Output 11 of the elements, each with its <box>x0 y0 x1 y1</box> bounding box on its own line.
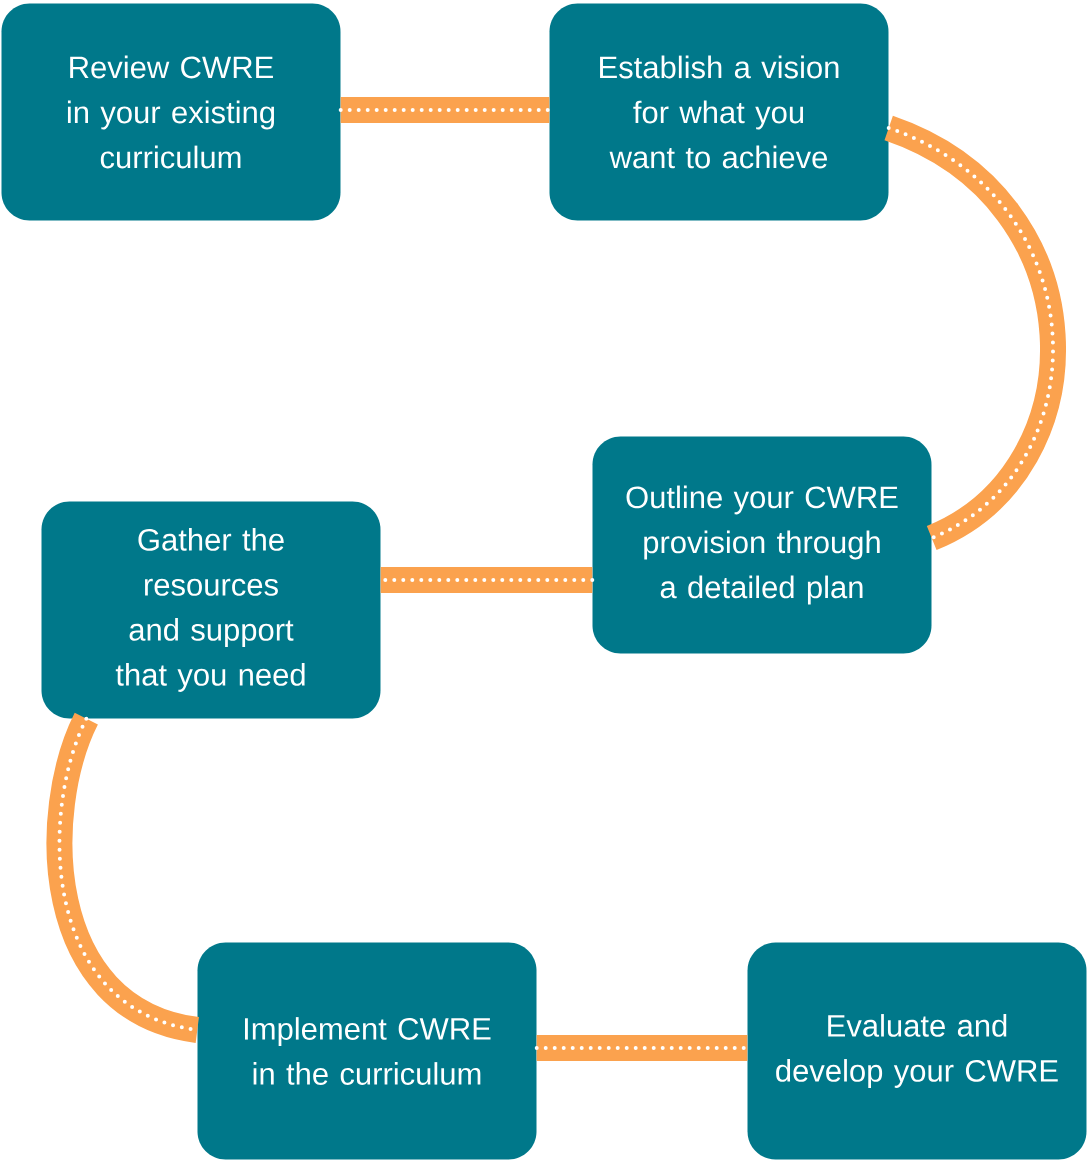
dotted-path <box>338 97 552 123</box>
step-box: Outline your CWRE provision through a detailed plan <box>592 436 932 654</box>
step-box: Review CWRE in your existing curriculum <box>1 3 341 221</box>
dotted-path <box>534 1035 750 1061</box>
step-box: Implement CWRE in the curriculum <box>197 942 537 1160</box>
dotted-path <box>378 567 595 593</box>
dotted-path <box>46 713 201 1043</box>
step-box: Establish a vision for what you want to achieve <box>549 3 889 221</box>
step-box: Evaluate and develop your CWRE <box>747 942 1087 1160</box>
step-box: Gather the resources and support that you need <box>41 501 381 719</box>
dotted-path <box>883 116 1066 550</box>
